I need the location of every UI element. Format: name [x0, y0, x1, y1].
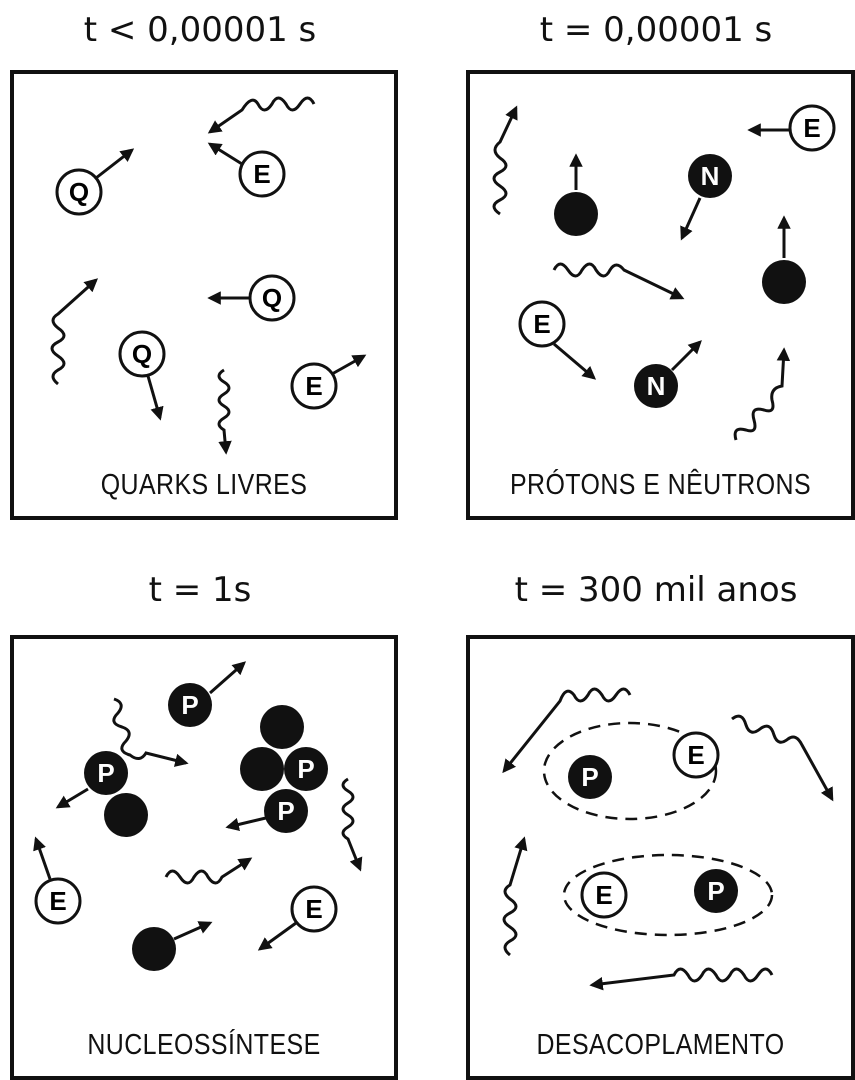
svg-text:P: P — [297, 754, 314, 784]
electron-particle: E — [672, 731, 720, 779]
svg-text:E: E — [305, 894, 322, 924]
photon-wave — [50, 278, 99, 386]
svg-text:E: E — [49, 886, 66, 916]
svg-text:P: P — [581, 762, 598, 792]
svg-text:P: P — [277, 796, 294, 826]
panel-caption: NUCLEOSSÍNTESE — [87, 1029, 321, 1061]
electron-particle: E — [33, 836, 82, 925]
panel-caption: PRÓTONS E NÊUTRONS — [509, 469, 812, 501]
electron-particle: E — [290, 354, 367, 410]
helium-nucleus: P P — [225, 705, 328, 833]
photon-wave — [207, 96, 316, 134]
svg-text:Q: Q — [132, 339, 152, 369]
svg-text:P: P — [707, 876, 724, 906]
svg-text:E: E — [253, 159, 270, 189]
neutron-particle: N — [680, 154, 732, 241]
svg-text:E: E — [305, 371, 322, 401]
neutron-particle: N — [634, 340, 702, 408]
photon-wave — [164, 857, 253, 885]
time-label-2: t = 0,00001 s — [539, 10, 773, 50]
electron-particle: E — [518, 300, 597, 380]
electron-particle: E — [207, 142, 286, 198]
quark-particle: Q — [55, 148, 135, 216]
proton-particle: P — [168, 661, 247, 727]
panel-4-drawing: P E E P — [502, 687, 834, 991]
panel-desacoplamento: P E E P DESACOPLAMENTO — [466, 635, 855, 1080]
svg-text:E: E — [803, 113, 820, 143]
panel-protons-neutrons: N E E N PRÓTONS E NÊUTRONS — [466, 70, 855, 520]
proton-particle: P — [568, 755, 612, 799]
atom-orbit — [562, 853, 774, 937]
photon-wave — [492, 105, 518, 216]
photon-wave — [112, 697, 189, 767]
panel-1-drawing: Q E Q Q E — [50, 96, 367, 455]
photon-wave — [341, 777, 363, 872]
svg-text:E: E — [687, 740, 704, 770]
panel-caption: DESACOPLAMENTO — [536, 1029, 785, 1061]
electron-particle: E — [580, 871, 628, 919]
time-label-1: t < 0,00001 s — [83, 10, 317, 50]
neutron-particle — [132, 921, 213, 971]
electron-particle: E — [257, 885, 338, 951]
time-label-3: t = 1s — [148, 570, 252, 610]
photon-wave — [733, 347, 791, 441]
photon-wave — [502, 836, 528, 957]
svg-text:E: E — [533, 309, 550, 339]
photon-wave — [217, 368, 232, 455]
panel-3-drawing: P P P P E E — [33, 661, 363, 971]
atom-orbit — [542, 721, 718, 821]
proton-particle: P — [694, 869, 738, 913]
photon-wave — [731, 714, 834, 802]
panel-quarks-livres: Q E Q Q E QUARKS LIVRES — [10, 70, 398, 520]
proton-particle — [554, 153, 598, 236]
photon-wave — [589, 967, 774, 991]
proton-particle — [762, 215, 806, 304]
panel-caption: QUARKS LIVRES — [100, 469, 308, 501]
panel-nucleossintese: P P P P E E — [10, 635, 398, 1080]
quark-particle: Q — [207, 274, 296, 322]
electron-particle: E — [747, 104, 836, 152]
time-label-4: t = 300 mil anos — [514, 570, 798, 610]
photon-wave — [502, 687, 632, 774]
photon-wave — [552, 262, 685, 300]
svg-text:E: E — [595, 880, 612, 910]
svg-text:P: P — [181, 690, 198, 720]
svg-text:Q: Q — [262, 283, 282, 313]
svg-text:N: N — [647, 371, 666, 401]
svg-text:P: P — [97, 758, 114, 788]
quark-particle: Q — [118, 330, 166, 421]
panel-2-drawing: N E E N — [492, 104, 836, 441]
svg-text:N: N — [701, 161, 720, 191]
quark-label: Q — [69, 177, 89, 207]
deuteron-nucleus: P — [55, 751, 148, 837]
